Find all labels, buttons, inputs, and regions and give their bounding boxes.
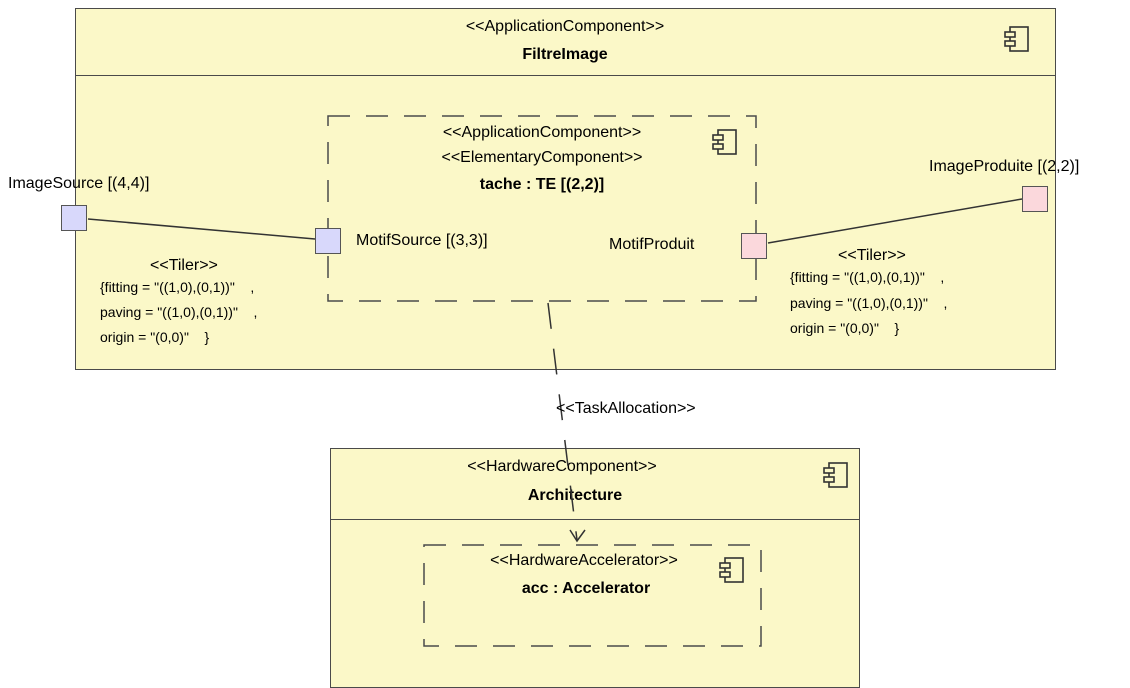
component-icon xyxy=(719,557,744,583)
filtre-image-title: FiltreImage xyxy=(522,46,608,63)
tiler-right-stereotype: <<Tiler>> xyxy=(838,247,906,264)
tiler-right-origin: origin = "(0,0)" } xyxy=(790,320,900,336)
label-image-source: ImageSource [(4,4)] xyxy=(8,175,150,192)
architecture-divider xyxy=(331,519,859,520)
component-icon xyxy=(712,129,737,155)
port-motif-source[interactable] xyxy=(315,228,341,254)
label-motif-produit: MotifProduit xyxy=(609,236,695,253)
architecture-title: Architecture xyxy=(527,487,623,504)
tiler-left-stereotype: <<Tiler>> xyxy=(150,257,218,274)
accelerator-stereotype: <<HardwareAccelerator>> xyxy=(490,552,678,569)
task-allocation-label: <<TaskAllocation>> xyxy=(556,400,696,417)
tache-stereotype-application: <<ApplicationComponent>> xyxy=(442,124,642,141)
component-icon xyxy=(1004,26,1029,52)
tiler-right-paving: paving = "((1,0),(0,1))" , xyxy=(790,295,948,311)
tache-title: tache : TE [(2,2)] xyxy=(479,176,605,193)
tiler-left-paving: paving = "((1,0),(0,1))" , xyxy=(100,304,258,320)
filtre-image-stereotype: <<ApplicationComponent>> xyxy=(465,18,665,35)
tiler-left-origin: origin = "(0,0)" } xyxy=(100,329,210,345)
port-image-produite[interactable] xyxy=(1022,186,1048,212)
filtre-image-divider xyxy=(76,75,1055,76)
port-image-source[interactable] xyxy=(61,205,87,231)
tache-stereotype-elementary: <<ElementaryComponent>> xyxy=(441,149,643,166)
tiler-right-fitting: {fitting = "((1,0),(0,1))" , xyxy=(790,269,945,285)
tiler-left-fitting: {fitting = "((1,0),(0,1))" , xyxy=(100,279,255,295)
architecture-stereotype: <<HardwareComponent>> xyxy=(467,458,657,475)
port-motif-produit[interactable] xyxy=(741,233,767,259)
component-icon xyxy=(823,462,848,488)
label-image-produite: ImageProduite [(2,2)] xyxy=(929,158,1080,175)
label-motif-source: MotifSource [(3,3)] xyxy=(356,232,488,249)
accelerator-title: acc : Accelerator xyxy=(521,580,651,597)
